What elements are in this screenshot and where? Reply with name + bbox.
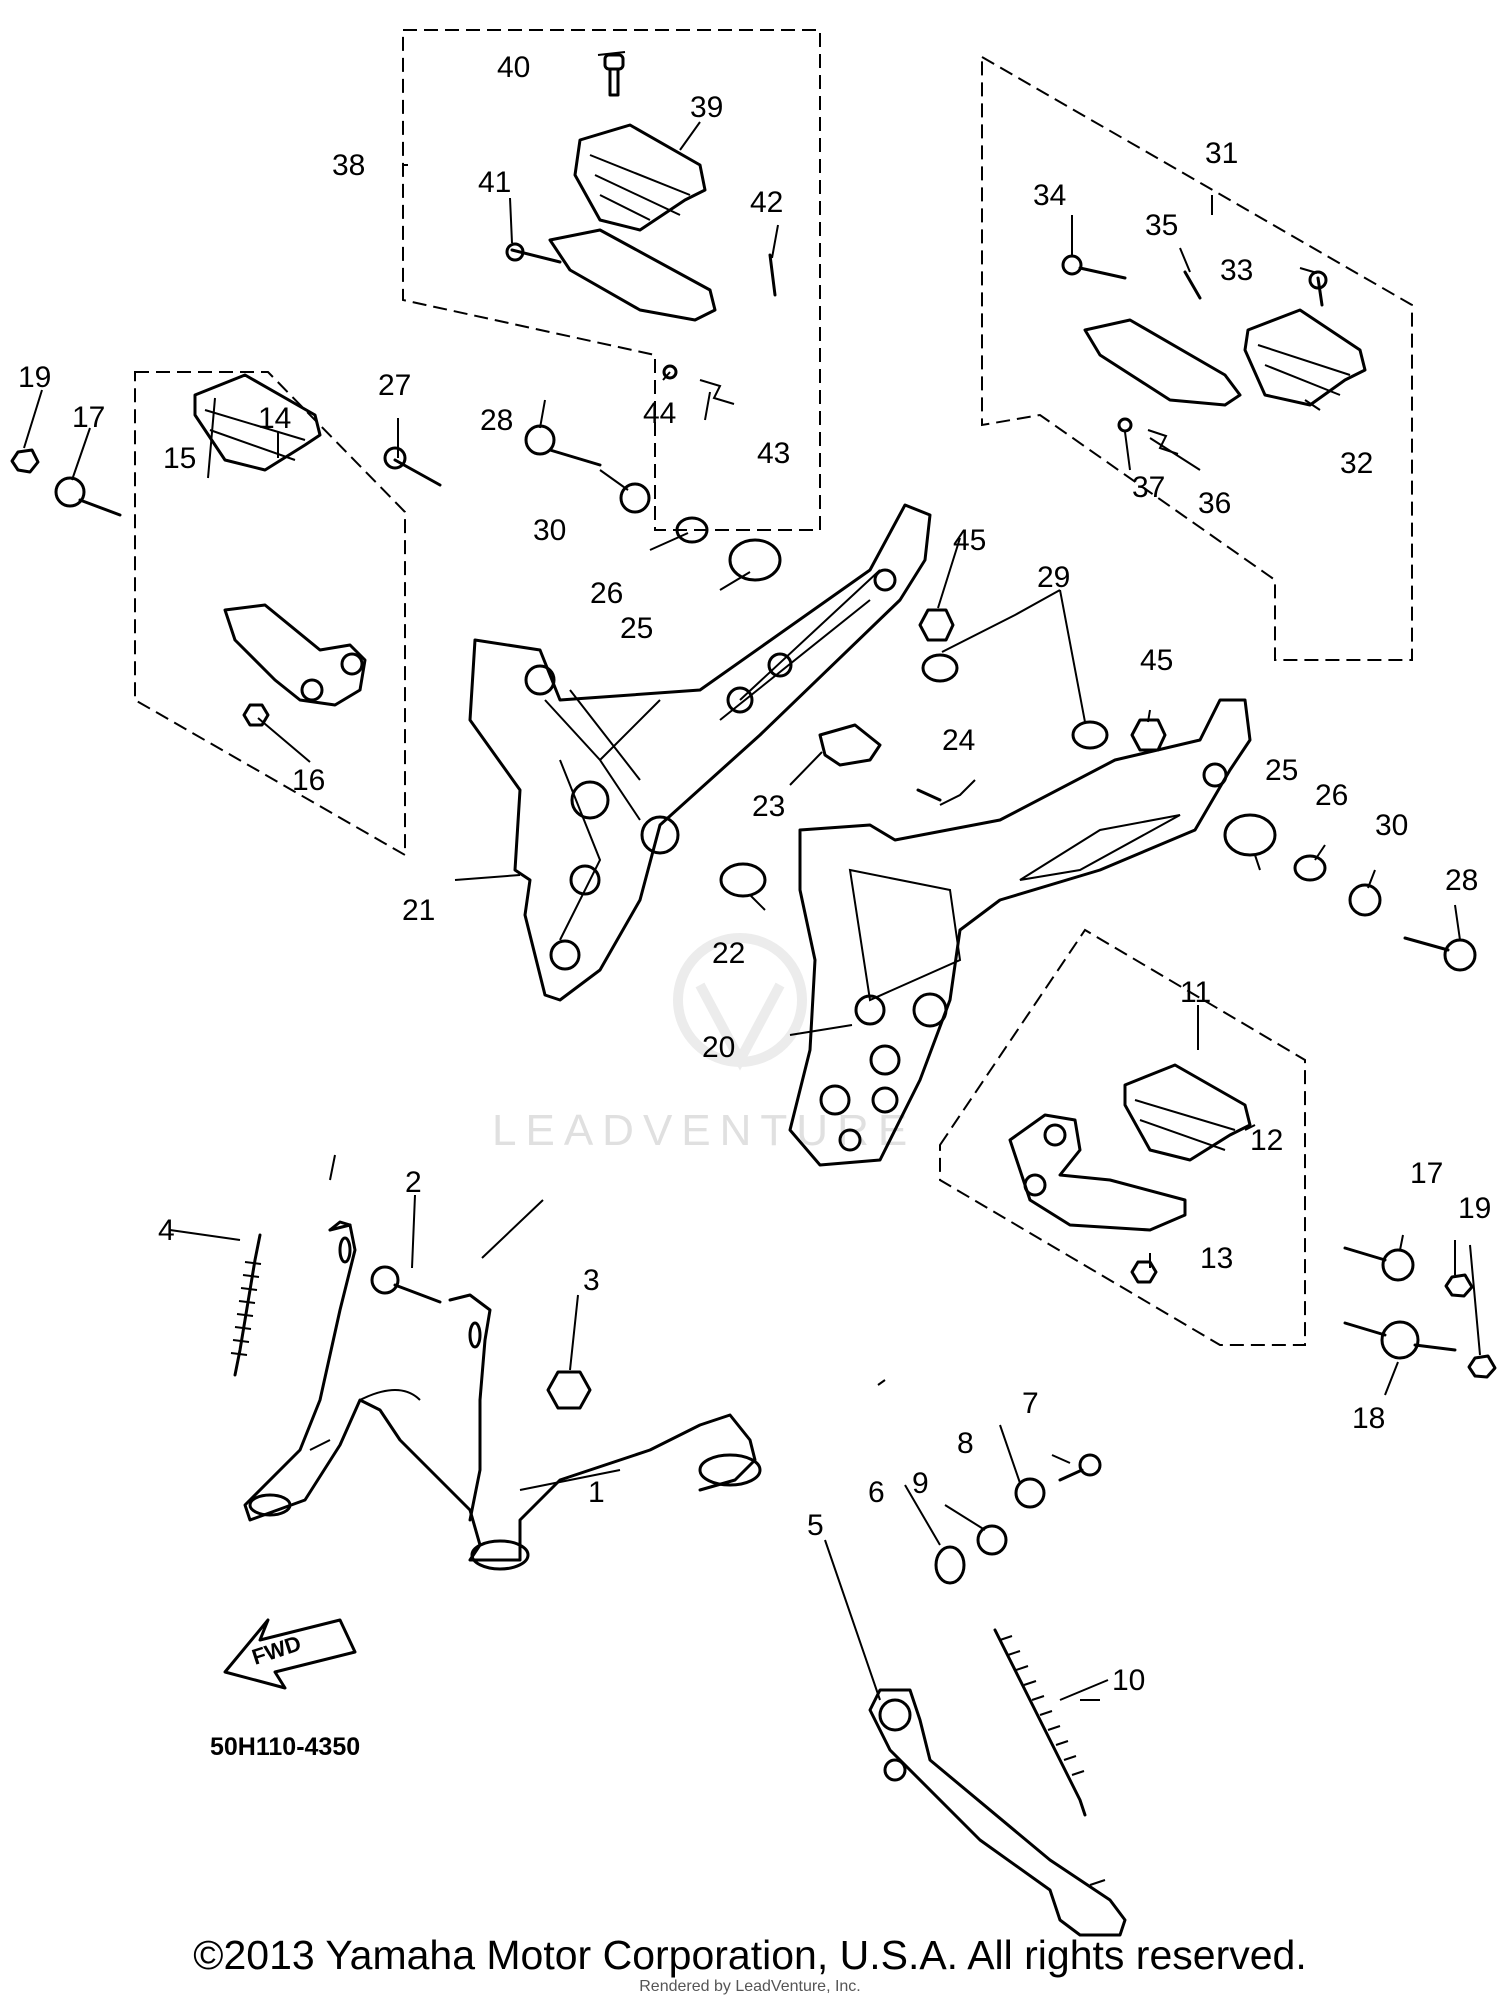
callout-34: 34	[1033, 179, 1066, 212]
callout-17-right: 17	[1410, 1157, 1443, 1190]
callout-45-right: 45	[1140, 644, 1173, 677]
callout-18: 18	[1352, 1402, 1385, 1435]
callout-2: 2	[405, 1166, 422, 1199]
callout-29: 29	[1037, 561, 1070, 594]
rendered-by-notice: Rendered by LeadVenture, Inc.	[639, 1978, 861, 1995]
callout-4: 4	[158, 1214, 175, 1247]
callout-35: 35	[1145, 209, 1178, 242]
callout-19-right: 19	[1458, 1192, 1491, 1225]
callout-23: 23	[752, 790, 785, 823]
box-14	[134, 371, 406, 857]
bracket-21	[468, 503, 932, 1002]
footpeg-parts	[10, 53, 1497, 1585]
callout-32: 32	[1340, 447, 1373, 480]
leader-lines	[23, 51, 1481, 1701]
callout-14: 14	[258, 402, 291, 435]
callout-28-right: 28	[1445, 864, 1478, 897]
bracket-20	[788, 698, 1252, 1167]
callout-40: 40	[497, 51, 530, 84]
callout-12: 12	[1250, 1124, 1283, 1157]
callout-24: 24	[942, 724, 975, 757]
callout-41: 41	[478, 166, 511, 199]
callout-6: 6	[868, 1476, 885, 1509]
spring-10	[993, 1628, 1087, 1817]
callout-33: 33	[1220, 254, 1253, 287]
callout-42: 42	[750, 186, 783, 219]
callout-43: 43	[757, 437, 790, 470]
callout-27: 27	[378, 369, 411, 402]
callout-26-right: 26	[1315, 779, 1348, 812]
side-stand	[868, 1688, 1127, 1937]
callout-15: 15	[163, 442, 196, 475]
callout-37: 37	[1132, 471, 1165, 504]
callout-11: 11	[1180, 976, 1211, 1009]
callout-labels: 1 2 3 4 5 6 7 8 9 10 11 12 13 14 15 16 1…	[18, 51, 1491, 1697]
callout-16: 16	[292, 764, 325, 797]
box-38	[402, 29, 821, 531]
part-code: 50H110-4350	[210, 1733, 360, 1761]
box-31	[981, 55, 1413, 661]
callout-9: 9	[912, 1467, 929, 1500]
callout-28-left: 28	[480, 404, 513, 437]
fwd-arrow: FWD	[223, 1618, 357, 1690]
assembly-boxes	[134, 29, 1413, 1346]
callout-25-left: 25	[620, 612, 653, 645]
copyright-notice: ©2013 Yamaha Motor Corporation, U.S.A. A…	[193, 1932, 1307, 1978]
callout-25-right: 25	[1265, 754, 1298, 787]
fwd-label: FWD	[249, 1630, 304, 1669]
callout-1: 1	[588, 1476, 605, 1509]
callout-7: 7	[1022, 1387, 1039, 1420]
callout-44: 44	[643, 397, 676, 430]
callout-10: 10	[1112, 1664, 1145, 1697]
box-11	[939, 928, 1306, 1346]
callout-19-left: 19	[18, 361, 51, 394]
callout-13: 13	[1200, 1242, 1233, 1275]
callout-30-left: 30	[533, 514, 566, 547]
callout-3: 3	[583, 1264, 600, 1297]
callout-31: 31	[1205, 137, 1238, 170]
callout-8: 8	[957, 1427, 974, 1460]
callout-20: 20	[702, 1031, 735, 1064]
callout-38: 38	[332, 149, 365, 182]
callout-45-left: 45	[953, 524, 986, 557]
callout-17-left: 17	[72, 401, 105, 434]
callout-22: 22	[712, 937, 745, 970]
callout-5: 5	[807, 1509, 824, 1542]
callout-39: 39	[690, 91, 723, 124]
callout-26-left: 26	[590, 577, 623, 610]
callout-21: 21	[402, 894, 435, 927]
callout-30-right: 30	[1375, 809, 1408, 842]
callout-36: 36	[1198, 487, 1231, 520]
spring-4	[230, 1233, 262, 1377]
center-stand	[243, 1220, 762, 1571]
